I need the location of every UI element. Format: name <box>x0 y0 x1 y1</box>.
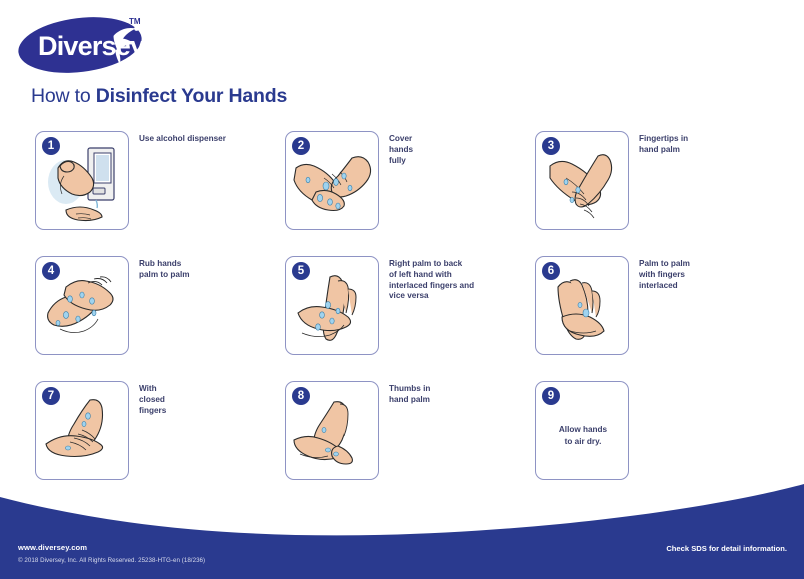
step-illustration-box: 2 <box>285 131 379 230</box>
palm-to-palm-interlaced-icon <box>557 279 605 340</box>
step-caption: Rub hands palm to palm <box>139 259 190 279</box>
trademark-symbol: TM <box>129 17 141 26</box>
step-4: 4 Rub hands palm to palm <box>35 256 285 381</box>
step-caption: Cover hands fully <box>389 134 414 165</box>
step-illustration-box: 8 <box>285 381 379 480</box>
step-1: 1 Use alcohol dispenser <box>35 131 285 256</box>
step-illustration-box: 5 <box>285 256 379 355</box>
svg-text:Diversey: Diversey <box>38 31 145 61</box>
step-badge: 5 <box>292 262 310 280</box>
step-illustration-box: 7 <box>35 381 129 480</box>
step-badge: 3 <box>542 137 560 155</box>
step-caption: With closed fingers <box>139 384 167 415</box>
step-6: 6 Palm to palm with fingers interlaced <box>535 256 785 381</box>
step-badge: 2 <box>292 137 310 155</box>
step-badge: 6 <box>542 262 560 280</box>
step-illustration-box: 3 <box>535 131 629 230</box>
step-badge: 8 <box>292 387 310 405</box>
step-badge: 9 <box>542 387 560 405</box>
title-light: How to <box>31 85 96 107</box>
step-8: 8 Thumbs in hand palm <box>285 381 535 506</box>
step-badge: 1 <box>42 137 60 155</box>
palm-to-back-interlaced-icon <box>297 275 357 341</box>
step-3: 3 Fingertips in hand palm <box>535 131 785 256</box>
two-hands-cupped-with-droplets-icon <box>293 156 372 212</box>
thumb-in-palm-icon <box>293 401 353 465</box>
step-illustration-box: 9 Allow hands to air dry. <box>535 381 629 480</box>
step-caption: Fingertips in hand palm <box>639 134 689 154</box>
step-caption: Palm to palm with fingers interlaced <box>639 259 690 290</box>
footer-copyright: © 2018 Diversey, Inc. All Rights Reserve… <box>18 557 206 564</box>
step-2: 2 Cover hands fully <box>285 131 535 256</box>
closed-fingers-rub-icon <box>45 399 104 458</box>
diversey-logo: Diversey TM <box>16 10 148 80</box>
fingertips-in-palm-icon <box>549 154 613 219</box>
footer-curve-band <box>0 484 804 579</box>
palm-to-palm-icon <box>47 276 114 333</box>
title-bold: Disinfect Your Hands <box>95 85 288 107</box>
step-illustration-box: 6 <box>535 256 629 355</box>
step-badge: 4 <box>42 262 60 280</box>
step-caption: Right palm to back of left hand with int… <box>389 259 475 301</box>
step-9: 9 Allow hands to air dry. <box>535 381 785 506</box>
steps-grid: 1 Use alcohol dispenser <box>35 131 775 506</box>
footer-sds-note: Check SDS for detail information. <box>666 544 787 553</box>
step-illustration-box: 4 <box>35 256 129 355</box>
step-caption: Allow hands to air dry. <box>558 425 608 446</box>
step-caption: Use alcohol dispenser <box>139 134 226 143</box>
page-title: How to Disinfect Your Hands <box>31 85 287 108</box>
step-badge: 7 <box>42 387 60 405</box>
footer-website-link[interactable]: www.diversey.com <box>18 543 88 552</box>
hand-under-dispenser-icon <box>48 147 115 222</box>
step-illustration-box: 1 <box>35 131 129 230</box>
step-caption: Thumbs in hand palm <box>389 384 431 404</box>
step-5: 5 Right palm to back of left hand with i… <box>285 256 535 381</box>
step-7: 7 With closed fingers <box>35 381 285 506</box>
